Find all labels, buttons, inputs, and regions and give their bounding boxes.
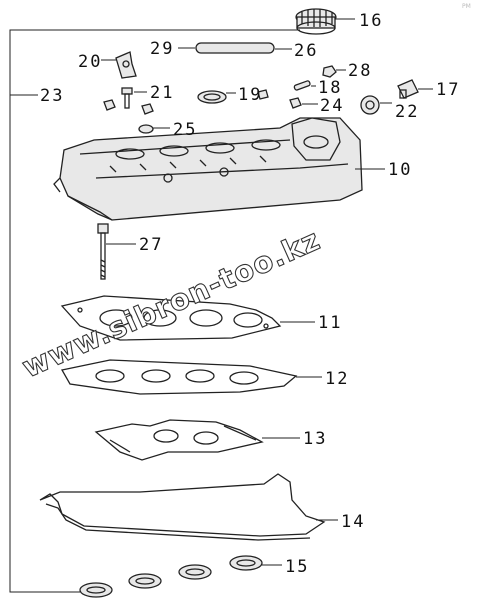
- breather-hose: [195, 42, 275, 54]
- callout-27: 27: [139, 235, 163, 255]
- nut-small: [289, 97, 302, 109]
- valve-cover: [53, 117, 363, 221]
- callout-26: 26: [294, 41, 318, 61]
- nut-small: [141, 103, 154, 115]
- oil-filler-cap: [295, 8, 337, 35]
- bolt: [121, 87, 133, 109]
- callout-12: 12: [325, 369, 349, 389]
- callout-20: 20: [78, 52, 102, 72]
- nut-small: [322, 65, 337, 78]
- callout-10: 10: [388, 160, 412, 180]
- watermark-text: www.sibron-too.kz: [17, 222, 325, 384]
- callout-17: 17: [436, 80, 460, 100]
- callout-28: 28: [348, 61, 372, 81]
- mounting-bracket: [115, 51, 137, 79]
- callout-21: 21: [150, 83, 174, 103]
- oil-seal: [197, 90, 227, 104]
- cylinder-head-gasket: [60, 295, 282, 341]
- callout-15: 15: [285, 557, 309, 577]
- stud-bolt: [293, 80, 311, 91]
- assembly-bracket-line: [9, 29, 300, 593]
- sensor-plug: [397, 79, 419, 99]
- callout-13: 13: [303, 429, 327, 449]
- callout-25: 25: [173, 120, 197, 140]
- callout-14: 14: [341, 512, 365, 532]
- callout-16: 16: [359, 11, 383, 31]
- nut-small: [257, 89, 269, 100]
- valve-cover-gasket: [39, 473, 326, 541]
- callout-11: 11: [318, 313, 342, 333]
- plug-seal: [360, 95, 380, 115]
- callout-19: 19: [238, 85, 262, 105]
- callout-18: 18: [318, 78, 342, 98]
- callout-24: 24: [320, 96, 344, 116]
- nut-small: [103, 99, 116, 111]
- manifold-plate: [94, 419, 264, 461]
- intake-gasket: [60, 359, 298, 395]
- corner-mark: PM: [462, 3, 471, 10]
- long-bolt: [97, 223, 109, 280]
- spark-plug-seals: [79, 555, 263, 598]
- washer: [138, 124, 154, 134]
- callout-29: 29: [150, 39, 174, 59]
- callout-22: 22: [395, 102, 419, 122]
- callout-23: 23: [40, 86, 64, 106]
